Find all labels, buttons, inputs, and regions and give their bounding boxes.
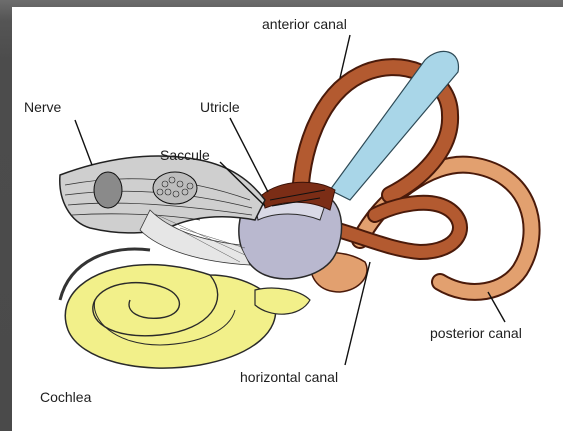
label-posterior-canal: posterior canal — [430, 325, 522, 341]
label-cochlea: Cochlea — [40, 389, 92, 405]
label-utricle: Utricle — [200, 99, 240, 115]
label-saccule: Saccule — [160, 147, 210, 163]
label-anterior-canal: anterior canal — [262, 16, 347, 32]
pointer-nerve — [75, 120, 92, 165]
posterior-canal — [360, 165, 532, 292]
label-horizontal-canal: horizontal canal — [240, 369, 338, 385]
label-nerve: Nerve — [24, 99, 62, 115]
nerve — [60, 156, 265, 265]
